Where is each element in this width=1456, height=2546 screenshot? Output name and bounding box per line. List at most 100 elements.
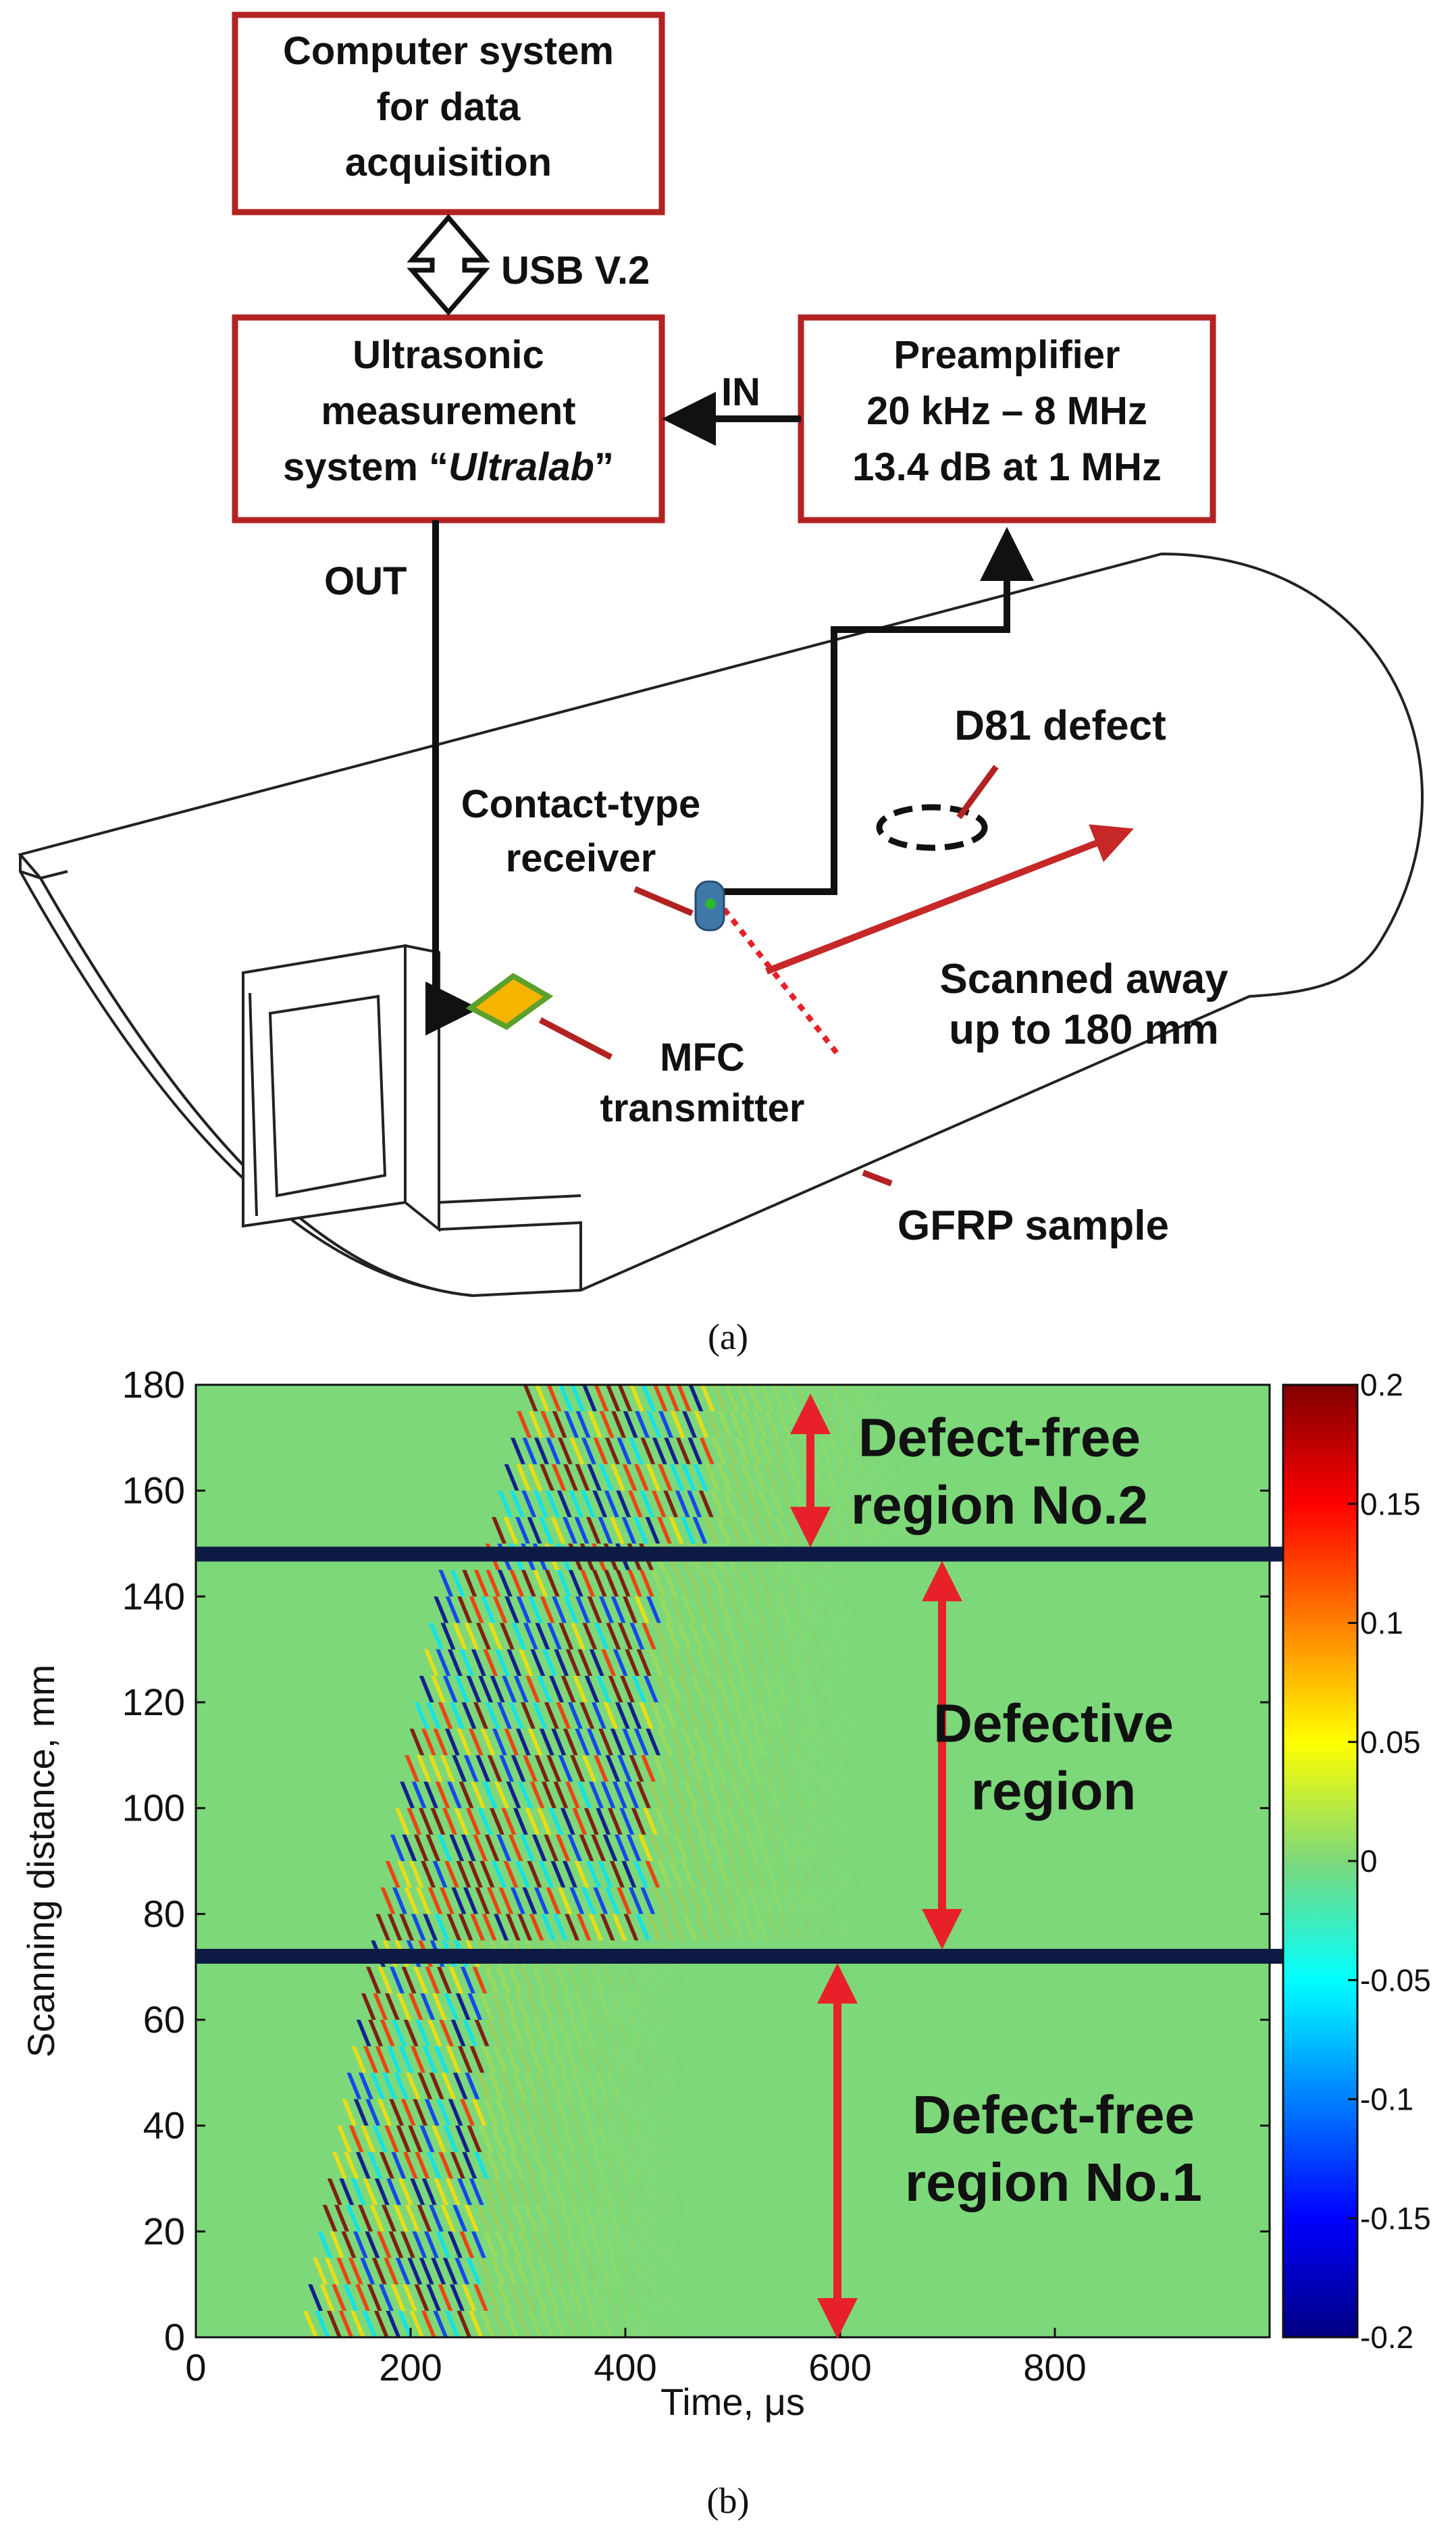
wave-stripe xyxy=(721,1702,737,1729)
wave-stripe xyxy=(542,1649,557,1676)
wave-stripe xyxy=(782,1887,798,1914)
wave-stripe xyxy=(636,1649,652,1676)
wave-stripe xyxy=(709,1702,725,1729)
wave-stripe xyxy=(646,2046,662,2073)
wave-stripe xyxy=(577,1649,593,1676)
wave-stripe xyxy=(581,2020,596,2047)
wave-stripe xyxy=(353,2231,368,2258)
wave-stripe xyxy=(864,1437,880,1465)
wave-stripe xyxy=(405,2205,420,2232)
wave-stripe xyxy=(506,1649,522,1676)
scan-direction-arrow xyxy=(765,824,1134,975)
wave-stripe xyxy=(499,1623,515,1650)
d81-label: D81 defect xyxy=(954,703,1166,749)
wave-stripe xyxy=(877,1385,893,1412)
wave-stripe xyxy=(594,1623,609,1650)
wave-stripe xyxy=(829,1887,845,1914)
wave-stripe xyxy=(390,2284,406,2311)
wave-stripe xyxy=(439,1887,454,1914)
wave-stripe xyxy=(672,1649,687,1676)
wave-stripe xyxy=(419,1675,434,1702)
wave-stripe xyxy=(759,1623,775,1650)
wave-stripe xyxy=(523,2205,538,2232)
wave-stripe xyxy=(481,2046,496,2073)
wave-stripe xyxy=(652,1887,667,1914)
wave-stripe xyxy=(590,2099,605,2126)
wave-stripe xyxy=(400,2231,415,2258)
wave-stripe xyxy=(623,1914,639,1941)
wave-stripe xyxy=(712,1385,727,1412)
wave-stripe xyxy=(369,2205,385,2232)
wave-stripe xyxy=(617,1755,633,1782)
wave-stripe xyxy=(575,1729,590,1756)
wave-stripe xyxy=(439,2020,454,2047)
wave-stripe xyxy=(628,1887,644,1914)
wave-stripe xyxy=(865,1385,881,1412)
wave-stripe xyxy=(686,1570,702,1597)
wave-stripe xyxy=(676,1385,692,1412)
wave-stripe xyxy=(544,1570,560,1597)
wave-stripe xyxy=(407,1808,422,1835)
x-tick-label: 200 xyxy=(379,2346,442,2389)
wave-stripe xyxy=(818,1755,833,1782)
wave-stripe xyxy=(673,1834,689,1861)
wave-stripe xyxy=(444,1993,459,2020)
wave-stripe xyxy=(582,2205,598,2232)
wave-stripe xyxy=(447,2231,463,2258)
wave-stripe xyxy=(617,2205,633,2232)
wave-stripe xyxy=(539,1517,554,1544)
wave-stripe xyxy=(517,2046,532,2073)
wave-stripe xyxy=(539,2310,554,2337)
wave-stripe xyxy=(513,1808,528,1835)
wave-stripe xyxy=(631,1808,646,1835)
y-tick-label: 20 xyxy=(143,2210,185,2252)
wave-stripe xyxy=(462,1570,477,1597)
wave-stripe xyxy=(770,1887,785,1914)
wave-stripe xyxy=(474,2020,490,2047)
wave-stripe xyxy=(483,2231,498,2258)
wave-stripe xyxy=(652,1437,667,1465)
region-label: region No.2 xyxy=(851,1475,1148,1535)
wave-stripe xyxy=(776,1596,791,1623)
wave-stripe xyxy=(665,1623,680,1650)
scan-label-line-2: up to 180 mm xyxy=(949,1007,1219,1053)
wave-stripe xyxy=(719,1781,734,1808)
wave-stripe xyxy=(527,1464,543,1491)
wave-stripe xyxy=(823,1729,838,1756)
svg-text:20 kHz – 8 MHz: 20 kHz – 8 MHz xyxy=(866,389,1147,433)
wave-stripe xyxy=(341,2231,357,2258)
wave-stripe xyxy=(520,1702,536,1729)
wave-stripe xyxy=(520,2284,536,2311)
wave-stripe xyxy=(338,2310,354,2337)
wave-stripe xyxy=(573,1993,589,2020)
wave-stripe xyxy=(697,1834,712,1861)
wave-stripe xyxy=(735,1385,751,1412)
wave-stripe xyxy=(538,2125,553,2152)
wave-stripe xyxy=(380,1887,396,1914)
wave-stripe xyxy=(486,2152,501,2179)
in-label: IN xyxy=(721,370,760,414)
wave-stripe xyxy=(596,2258,612,2285)
wave-stripe xyxy=(542,2231,557,2258)
wave-stripe xyxy=(749,1808,764,1835)
wave-stripe xyxy=(367,2284,382,2311)
wave-stripe xyxy=(638,1702,654,1729)
wave-stripe xyxy=(451,1887,467,1914)
wave-stripe xyxy=(515,2310,531,2337)
wave-stripe xyxy=(593,1887,608,1914)
wave-stripe xyxy=(625,2231,640,2258)
wave-stripe xyxy=(581,1887,596,1914)
wave-stripe xyxy=(813,1781,829,1808)
wave-stripe xyxy=(667,1675,682,1702)
wave-stripe xyxy=(414,1702,430,1729)
wave-stripe xyxy=(610,1596,626,1623)
wave-stripe xyxy=(538,1993,554,2020)
wave-stripe xyxy=(761,1675,777,1702)
wave-stripe xyxy=(422,2046,438,2073)
wave-stripe xyxy=(375,1914,391,1941)
wave-stripe xyxy=(704,1464,720,1491)
wave-stripe xyxy=(521,1490,537,1517)
wave-stripe xyxy=(656,2125,671,2152)
wave-stripe xyxy=(423,1781,439,1808)
